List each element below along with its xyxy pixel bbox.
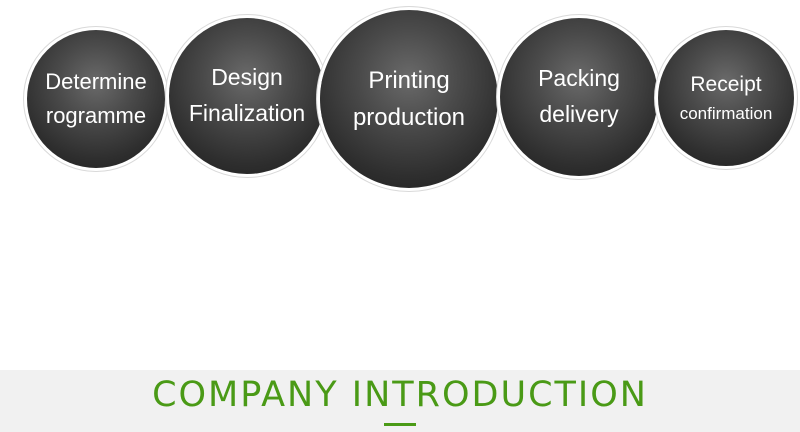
process-steps: Determine rogramme Design Finalization P… xyxy=(0,0,800,200)
step-5-line-1: Receipt xyxy=(690,72,762,96)
step-2-line-1: Design xyxy=(211,64,283,91)
step-design-finalization: Design Finalization xyxy=(169,18,325,174)
section-title-underline xyxy=(384,423,416,426)
step-1-line-2: rogramme xyxy=(45,103,147,128)
step-5-line-2: confirmation xyxy=(679,104,773,124)
step-determine-programme: Determine rogramme xyxy=(27,30,165,168)
step-2-line-2: Finalization xyxy=(188,100,306,126)
step-packing-delivery: Packing delivery xyxy=(500,18,658,176)
step-receipt-confirmation: Receipt confirmation xyxy=(658,30,794,166)
step-4-line-1: Packing xyxy=(538,65,620,92)
step-3-line-1: Printing xyxy=(368,66,450,94)
section-title: COMPANY INTRODUCTION xyxy=(152,375,648,415)
step-1-line-1: Determine xyxy=(45,68,147,94)
section-header-band xyxy=(0,370,800,432)
step-printing-production: Printing production xyxy=(320,10,498,188)
step-3-line-2: production xyxy=(352,104,466,131)
step-4-line-2: delivery xyxy=(539,101,619,127)
